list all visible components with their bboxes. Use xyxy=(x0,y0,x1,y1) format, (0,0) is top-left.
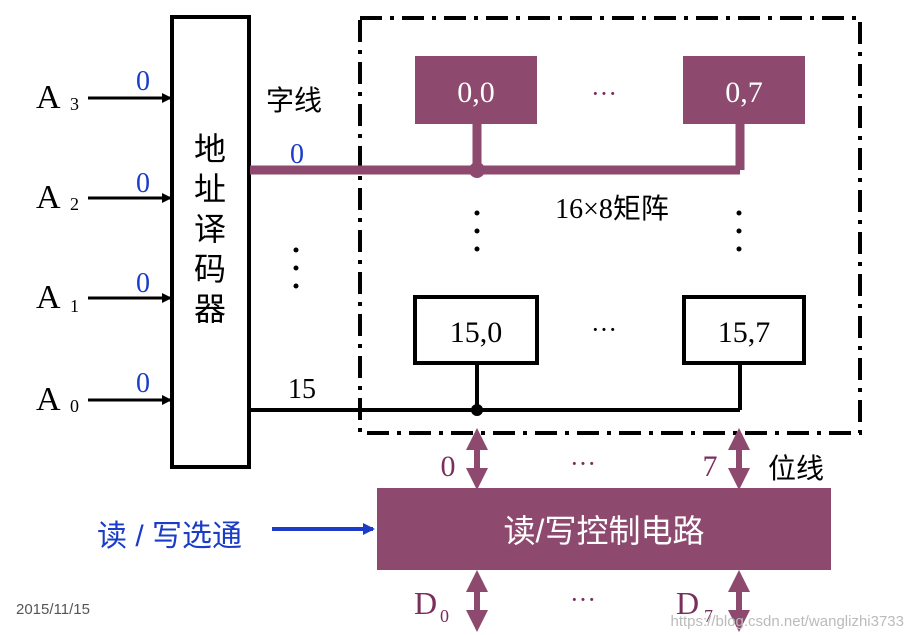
address-subscript: 1 xyxy=(70,296,79,316)
svg-text:址: 址 xyxy=(194,171,226,207)
address-label: A xyxy=(36,381,61,418)
address-subscript: 2 xyxy=(70,194,79,214)
address-subscript: 0 xyxy=(70,396,79,416)
bit-line-7-arrow xyxy=(728,428,750,490)
left-column-ellipsis xyxy=(474,210,480,252)
address-subscript: 3 xyxy=(70,94,79,114)
bit-line-0-label: 0 xyxy=(441,450,456,483)
svg-text:器: 器 xyxy=(194,291,226,327)
address-decoder-box xyxy=(170,15,251,469)
top-row-ellipsis: ··· xyxy=(591,79,617,108)
rw-control-circuit-label: 读/写控制电路 xyxy=(504,513,705,549)
address-input-a2: A 2 0 xyxy=(36,168,172,216)
cell-0-7-label: 0,7 xyxy=(725,76,763,109)
address-input-a1: A 1 0 xyxy=(36,268,172,316)
bit-line-ellipsis: ··· xyxy=(570,449,596,478)
address-input-a3: A 3 0 xyxy=(36,66,172,116)
cell-0-7 xyxy=(683,56,805,124)
data-line-7-label: D xyxy=(676,585,699,621)
address-label: A xyxy=(36,179,61,216)
right-column-ellipsis xyxy=(736,210,742,252)
word-line-0-label: 0 xyxy=(290,139,304,170)
svg-text:地: 地 xyxy=(194,131,226,167)
address-label: A xyxy=(36,79,61,116)
data-line-0-arrow xyxy=(466,570,488,632)
word-line-15-label: 15 xyxy=(288,374,316,405)
address-value: 0 xyxy=(136,168,150,199)
bottom-row-ellipsis: ··· xyxy=(591,315,617,344)
rw-select-label: 读 / 写选通 xyxy=(97,520,242,553)
address-value: 0 xyxy=(136,268,150,299)
junction-dot xyxy=(471,404,483,416)
cell-0-0 xyxy=(415,56,537,124)
address-label: A xyxy=(36,279,61,316)
rw-control-circuit xyxy=(377,488,831,570)
footer-date: 2015/11/15 xyxy=(16,601,90,618)
data-line-ellipsis: ··· xyxy=(570,585,596,614)
svg-text:译: 译 xyxy=(194,211,226,247)
word-line-ellipsis xyxy=(293,247,299,289)
cell-15-7-label: 15,7 xyxy=(718,316,771,349)
bit-line-0-arrow xyxy=(466,428,488,490)
address-value: 0 xyxy=(136,368,150,399)
matrix-border xyxy=(358,16,862,435)
data-line-0-subscript: 0 xyxy=(440,606,449,626)
data-line-7-subscript: 7 xyxy=(704,606,713,626)
address-input-a0: A 0 0 xyxy=(36,368,172,418)
bit-line-label: 位线 xyxy=(768,453,824,484)
word-line-label: 字线 xyxy=(266,85,322,116)
address-value: 0 xyxy=(136,66,150,97)
watermark: https://blog.csdn.net/wanglizhi3733 xyxy=(671,613,905,630)
svg-text:码: 码 xyxy=(194,251,226,287)
data-line-7-arrow xyxy=(728,570,750,632)
cell-0-0-label: 0,0 xyxy=(457,76,495,109)
cell-15-7 xyxy=(682,295,806,365)
bit-line-7-label: 7 xyxy=(703,450,718,483)
data-line-0-label: D xyxy=(414,585,437,621)
matrix-title: 16×8矩阵 xyxy=(555,193,669,225)
cell-15-0-label: 15,0 xyxy=(450,316,503,349)
junction-dot xyxy=(469,162,485,178)
address-decoder-label: 地 址 译 码 器 xyxy=(194,131,226,327)
